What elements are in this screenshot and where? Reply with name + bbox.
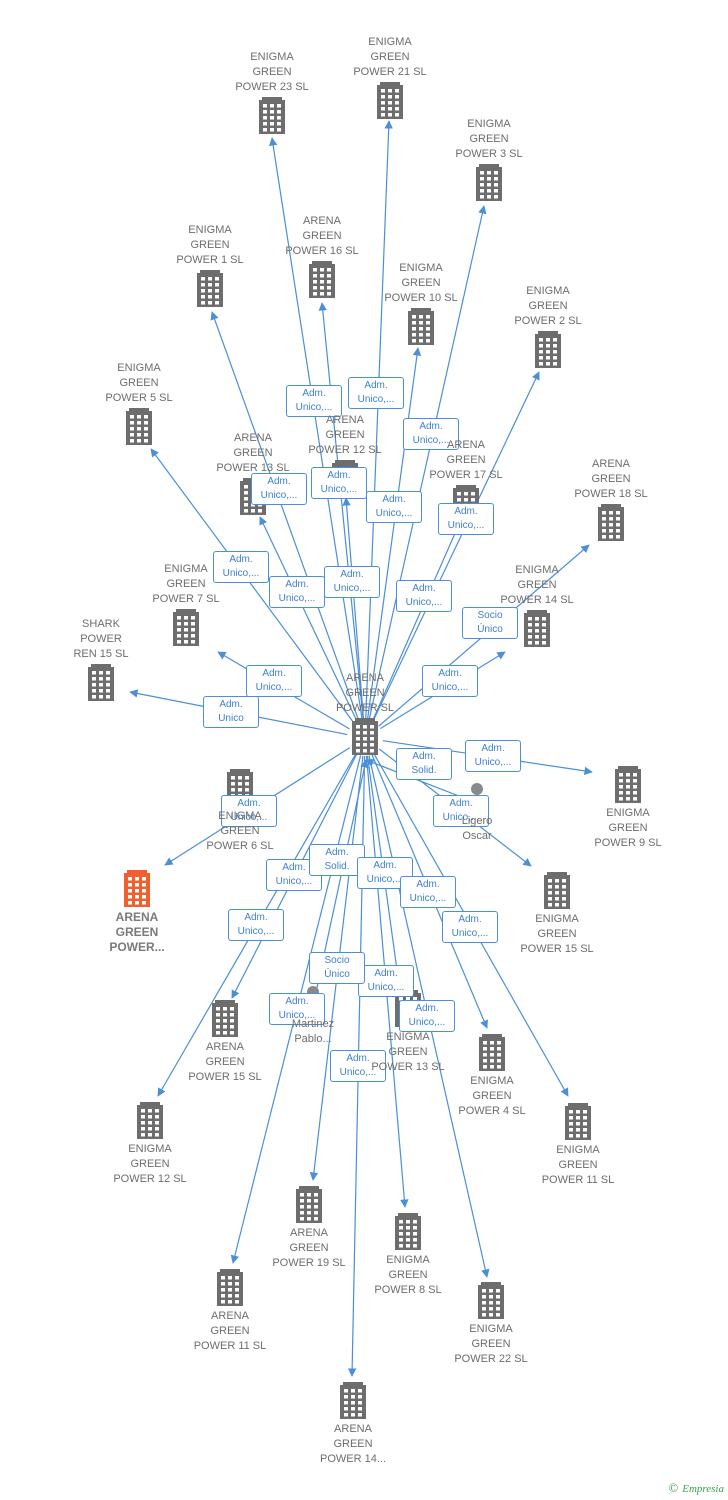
node-label-eg10[interactable]: ENIGMA GREEN POWER 10 SL [384,262,458,304]
node-label-ag12[interactable]: ARENA GREEN POWER 12 SL [308,414,382,456]
node-label-eg9[interactable]: ENIGMA GREEN POWER 9 SL [594,807,662,849]
node-label-center[interactable]: ARENA GREEN POWER SL [335,672,395,714]
edge-label-center-ag16[interactable]: Adm. Unico,... [311,467,367,499]
edge-center-eg5 [150,448,355,724]
node-label-eg12[interactable]: ENIGMA GREEN POWER 12 SL [113,1143,187,1185]
edge-label-center-eg1[interactable]: Adm. Unico,... [251,473,307,505]
building-icon[interactable] [197,270,223,307]
building-icon[interactable] [395,1213,421,1250]
edge-center-ag16 [318,302,364,721]
edge-label-center-eg13[interactable]: Adm. Unico,... [358,965,414,997]
edge-label-center-eg8[interactable]: Adm. Unico,... [399,1000,455,1032]
node-label-ag16[interactable]: ARENA GREEN POWER 16 SL [285,215,359,257]
edge-label-center-ag13[interactable]: Adm. Unico,... [269,576,325,608]
building-icon[interactable] [476,164,502,201]
edge-label-center-eg11[interactable]: Adm. Unico,... [400,876,456,908]
node-label-eg22[interactable]: ENIGMA GREEN POWER 22 SL [454,1323,528,1365]
edge-label-ligero-center[interactable]: Adm. Solid. [396,748,452,780]
edge-label-center-shark15[interactable]: Adm. Unico [203,696,259,728]
node-label-eg7[interactable]: ENIGMA GREEN POWER 7 SL [152,563,220,605]
edge-center-ag12 [342,497,365,721]
edge-label-center-eg15[interactable]: Adm. Unico,... [433,795,489,827]
node-label-ligero[interactable]: Ligero Oscar [461,815,493,842]
edge-label-center-eg22[interactable]: Adm. Unico,... [269,993,325,1025]
edge-label-center-ag17[interactable]: Adm. Unico,... [396,580,452,612]
building-icon[interactable] [309,261,335,298]
node-label-ag19[interactable]: ARENA GREEN POWER 19 SL [272,1227,346,1269]
edge-label-center-eg5[interactable]: Adm. Unico,... [213,551,269,583]
node-label-ag18[interactable]: ARENA GREEN POWER 18 SL [574,458,648,500]
edge-center-eg21 [365,120,393,721]
edge-center-eg10 [366,347,422,721]
node-label-eg8[interactable]: ENIGMA GREEN POWER 8 SL [374,1254,442,1296]
node-label-ag13[interactable]: ARENA GREEN POWER 13 SL [216,432,290,474]
building-icon[interactable] [259,97,285,134]
building-icon[interactable] [544,872,570,909]
node-label-martinez[interactable]: Martinez Pablo... [291,1018,335,1045]
edge-label-center-eg14[interactable]: Adm. Unico,... [422,665,478,697]
building-icon[interactable] [479,1034,505,1071]
edge-center-eg2 [372,371,540,723]
building-icon[interactable] [340,1382,366,1419]
node-label-ag15[interactable]: ARENA GREEN POWER 15 SL [188,1041,262,1083]
edge-label-center-eg6[interactable]: Adm. Unico,... [221,795,277,827]
empresia-brand[interactable]: ©Empresia [668,1480,724,1496]
node-label-eg15[interactable]: ENIGMA GREEN POWER 15 SL [520,913,594,955]
node-label-eg4[interactable]: ENIGMA GREEN POWER 4 SL [458,1075,526,1117]
edge-center-eg1 [210,311,360,722]
edge-label-center-ag18[interactable]: Socio Único [462,607,518,639]
building-icon[interactable] [296,1186,322,1223]
edge-label-center-eg12[interactable]: Adm. Unico,... [228,909,284,941]
node-label-eg14[interactable]: ENIGMA GREEN POWER 14 SL [500,564,574,606]
building-icon[interactable] [565,1103,591,1140]
building-icon[interactable] [212,1000,238,1037]
edge-label-center-eg10[interactable]: Adm. Unico,... [366,491,422,523]
edge-label-center-eg3[interactable]: Adm. Unico,... [403,418,459,450]
edge-center-eg23 [269,137,363,721]
node-label-eg6[interactable]: ENIGMA GREEN POWER 6 SL [206,810,274,852]
edge-label-center-eg23[interactable]: Adm. Unico,... [286,385,342,417]
brand-name: Empresia [682,1483,724,1495]
edge-label-center-eg2[interactable]: Adm. Unico,... [438,503,494,535]
node-label-eg1[interactable]: ENIGMA GREEN POWER 1 SL [176,224,244,266]
node-label-eg2[interactable]: ENIGMA GREEN POWER 2 SL [514,285,582,327]
node-label-ag14[interactable]: ARENA GREEN POWER 14... [319,1423,387,1465]
edge-label-center-eg21[interactable]: Adm. Unico,... [348,377,404,409]
node-label-eg23[interactable]: ENIGMA GREEN POWER 23 SL [235,51,309,93]
building-icon[interactable] [524,610,550,647]
edge-label-center-ag14[interactable]: Adm. Unico,... [330,1050,386,1082]
building-icon[interactable] [615,766,641,803]
building-icon[interactable] [535,331,561,368]
edge-label-center-eg7[interactable]: Adm. Unico,... [246,665,302,697]
edge-center-eg3 [368,205,487,721]
node-label-eg21[interactable]: ENIGMA GREEN POWER 21 SL [353,36,427,78]
node-label-shark15[interactable]: SHARK POWER REN 15 SL [73,618,129,660]
building-icon[interactable] [126,408,152,445]
copyright-mark: © [668,1480,679,1495]
building-icon[interactable] [478,1282,504,1319]
building-icon[interactable] [352,718,378,755]
edge-label-center-ag12[interactable]: Adm. Unico,... [324,566,380,598]
building-icon[interactable] [377,82,403,119]
building-icon[interactable] [88,664,114,701]
building-icon[interactable] [598,504,624,541]
node-label-eg13[interactable]: ENIGMA GREEN POWER 13 SL [371,1031,445,1073]
building-icon[interactable] [408,308,434,345]
building-icon[interactable] [217,1269,243,1306]
edge-label-center-ag11[interactable]: Socio Único [309,952,365,984]
node-label-ag11[interactable]: ARENA GREEN POWER 11 SL [193,1310,267,1352]
building-icon[interactable] [173,609,199,646]
node-label-eg3[interactable]: ENIGMA GREEN POWER 3 SL [455,118,523,160]
edge-center-ag13 [259,516,358,722]
node-label-eg5[interactable]: ENIGMA GREEN POWER 5 SL [105,362,173,404]
building-icon[interactable] [137,1102,163,1139]
node-label-ag17[interactable]: ARENA GREEN POWER 17 SL [429,439,503,481]
node-label-agpower[interactable]: ARENA GREEN POWER... [109,910,165,954]
edge-center-ag17 [371,521,461,722]
edge-label-center-ag19[interactable]: Adm. Unico,... [442,911,498,943]
edge-label-center-eg9[interactable]: Adm. Unico,... [465,740,521,772]
node-label-eg11[interactable]: ENIGMA GREEN POWER 11 SL [541,1144,615,1186]
highlighted-building-icon[interactable] [124,870,150,907]
